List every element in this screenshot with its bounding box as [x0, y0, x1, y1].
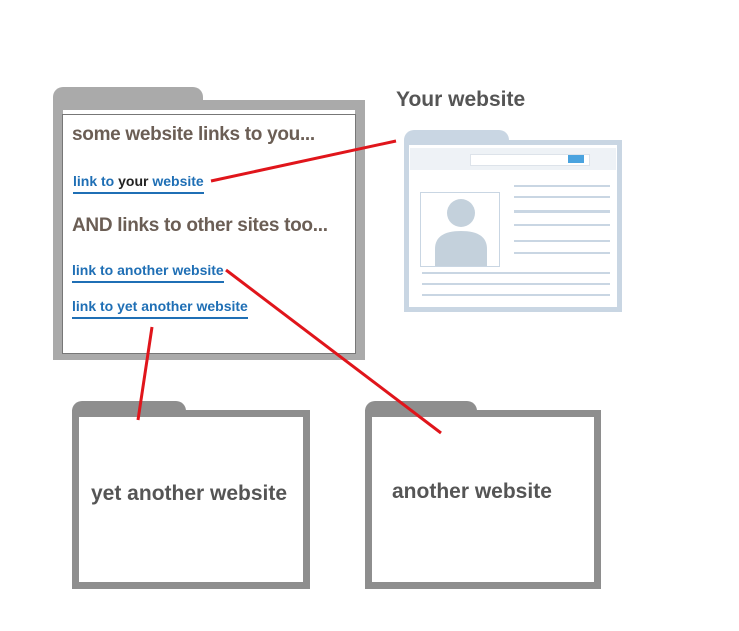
content-line — [514, 185, 610, 187]
source-heading: some website links to you... — [72, 124, 315, 145]
link-to-another-website[interactable]: link to another website — [72, 262, 224, 283]
content-line — [514, 196, 610, 198]
profile-avatar-frame — [420, 192, 500, 267]
source-subheading: AND links to other sites too... — [72, 215, 328, 236]
another-website-label: another website — [392, 480, 552, 503]
link-your-prefix: link to — [73, 173, 119, 189]
content-line — [422, 272, 610, 274]
another-website-folder — [365, 410, 601, 589]
link-your-suffix: website — [148, 173, 204, 189]
your-website-title: Your website — [396, 88, 526, 111]
yet-another-website-folder — [72, 410, 310, 589]
link-to-yet-another-website[interactable]: link to yet another website — [72, 298, 248, 319]
content-line — [514, 224, 610, 226]
content-line — [514, 210, 610, 213]
content-line — [514, 240, 610, 242]
browser-address-bar — [470, 154, 590, 166]
content-line — [422, 294, 610, 296]
browser-go-button — [568, 155, 584, 163]
user-avatar-icon — [435, 199, 487, 266]
content-line — [422, 283, 610, 285]
link-your-word: your — [118, 173, 149, 189]
content-line — [514, 252, 610, 254]
link-to-your-website[interactable]: link to your website — [73, 173, 204, 194]
yet-another-website-label: yet another website — [91, 482, 288, 505]
